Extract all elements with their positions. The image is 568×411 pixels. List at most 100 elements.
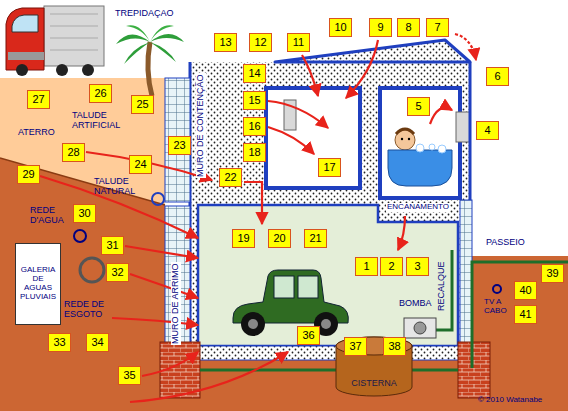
callout-number: 19 [232,229,255,248]
callout-number: 27 [27,90,50,109]
callout-text: 10 [334,21,346,33]
callout-text: 37 [349,340,361,352]
pipe-label: RECALQUE [437,260,447,312]
callout-number: 32 [106,263,129,282]
callout-text: 16 [248,120,260,132]
callout-text: 29 [22,168,34,180]
callout-text: 19 [237,232,249,244]
callout-number: 41 [514,305,537,324]
callout-text: 27 [32,93,44,105]
callout-text: 18 [248,146,260,158]
callout-text: 20 [273,232,285,244]
callout-number: 35 [118,366,141,385]
car [233,270,348,336]
callout-number: 16 [243,117,266,136]
copyright-note: © 2010 Watanabe [478,396,542,405]
callout-text: 9 [377,21,383,33]
node-text: GALERIA DE AGUAS PLUVIAIS [19,266,57,301]
callout-number: 31 [101,236,124,255]
slope-label: TALUDE NATURAL [94,177,144,197]
cable-label: TV A CABO [484,298,512,316]
callout-number: 15 [243,91,266,110]
callout-number: 9 [369,18,392,37]
wall-label: MURO DE CONTENÇÃO [196,73,206,178]
callout-text: 39 [546,267,558,279]
callout-number: 33 [48,333,71,352]
callout-text: 17 [323,161,335,173]
callout-text: 41 [519,308,531,320]
callout-text: 12 [254,36,266,48]
callout-text: 6 [494,70,500,82]
callout-text: 15 [248,94,260,106]
callout-number: 25 [131,95,154,114]
callout-number: 5 [407,97,430,116]
callout-text: 1 [363,260,369,272]
callout-number: 39 [541,264,564,283]
callout-text: 13 [219,36,231,48]
callout-number: 40 [514,281,537,300]
callout-number: 21 [304,229,327,248]
callout-text: 23 [173,139,185,151]
callout-number: 17 [318,158,341,177]
callout-text: 26 [94,87,106,99]
ground [0,78,568,411]
callout-number: 26 [89,84,112,103]
pipe-label: REDE D'AGUA [30,206,72,226]
callout-text: 30 [78,207,90,219]
callout-number: 2 [380,257,403,276]
callout-number: 3 [406,257,429,276]
callout-text: 28 [67,146,79,158]
drain-gallery-box: GALERIA DE AGUAS PLUVIAIS [15,243,61,325]
callout-text: 5 [415,100,421,112]
building [160,40,490,398]
callout-number: 28 [62,143,85,162]
callout-text: 2 [388,260,394,272]
callout-number: 6 [486,67,509,86]
callout-text: 32 [111,266,123,278]
callout-text: 14 [248,67,260,79]
callout-number: 20 [268,229,291,248]
sidewalk-label: PASSEIO [486,238,525,248]
callout-number: 22 [219,168,242,187]
callout-text: 31 [106,239,118,251]
callout-number: 38 [383,337,406,356]
callout-text: 25 [136,98,148,110]
fill-label: ATERRO [18,128,55,138]
callout-number: 11 [287,33,310,52]
callout-text: 24 [134,158,146,170]
callout-number: 8 [397,18,420,37]
wall-label: MURO DE ARRIMO [171,262,181,345]
vibration-label: TREPIDAÇAO [115,9,174,19]
callout-number: 29 [17,165,40,184]
callout-number: 24 [129,155,152,174]
node-text: CISTERNA [351,379,397,389]
callout-text: 33 [53,336,65,348]
callout-text: 11 [293,36,304,48]
callout-text: 40 [519,284,531,296]
callout-text: 3 [414,260,420,272]
callout-text: 22 [224,171,236,183]
callout-text: 35 [123,369,135,381]
bathtub [388,129,452,186]
pump-label: BOMBA [398,299,433,309]
slope-label: TALUDE ARTIFICIAL [72,111,128,131]
callout-number: 10 [329,18,352,37]
callout-text: 36 [302,329,314,341]
callout-number: 1 [355,257,378,276]
callout-number: 7 [426,18,449,37]
callout-number: 12 [249,33,272,52]
callout-number: 37 [344,337,367,356]
pipes [74,193,568,370]
callout-text: 4 [484,124,490,136]
callout-number: 30 [73,204,96,223]
callout-text: 34 [91,336,103,348]
callout-number: 34 [86,333,109,352]
callout-text: 8 [405,21,411,33]
plumbing-label: ENCANAMENTO [386,203,450,212]
callout-number: 14 [243,64,266,83]
callout-number: 13 [214,33,237,52]
callout-number: 36 [297,326,320,345]
callout-number: 18 [243,143,266,162]
truck [6,6,104,76]
